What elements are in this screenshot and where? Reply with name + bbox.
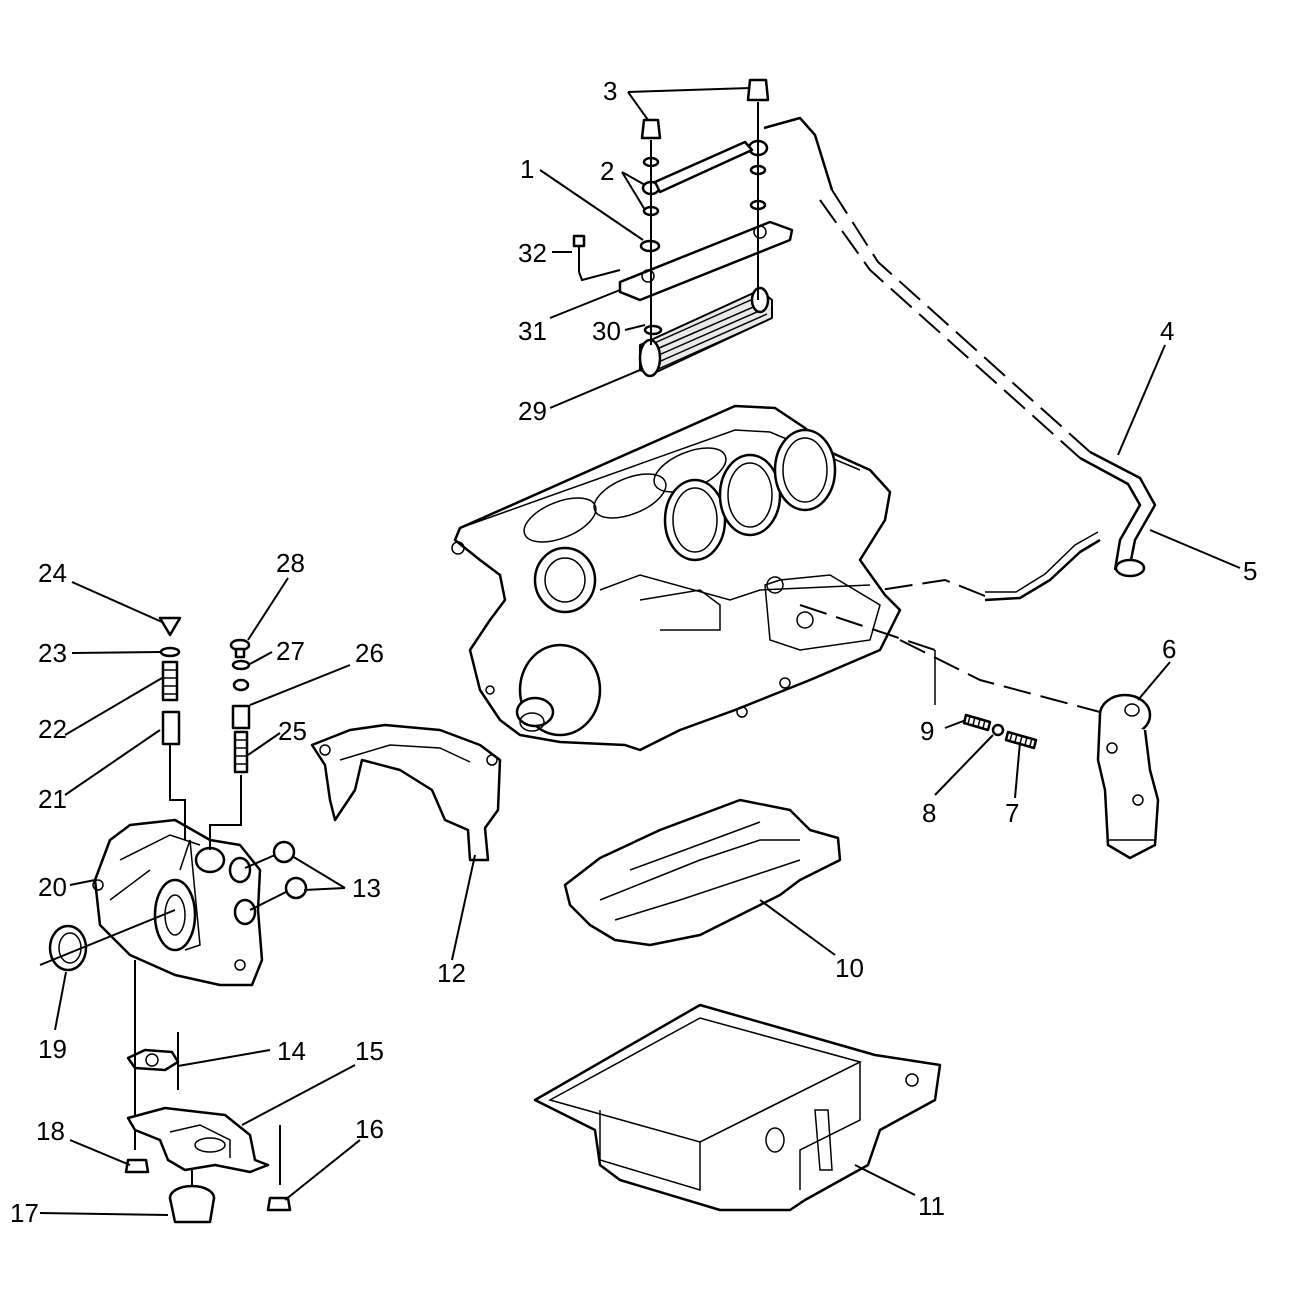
bolt-16: [266, 1196, 292, 1212]
plug-28: [229, 638, 251, 659]
oil-pump-screen-15: [126, 1106, 270, 1174]
callout-7: 7: [1005, 798, 1019, 828]
oil-pan-baffle-10: [563, 798, 842, 947]
oil-cooler-seal-30: [643, 324, 663, 336]
pickup-screen-17: [168, 1184, 216, 1224]
callout-6: 6: [1162, 634, 1176, 664]
plug-24: [158, 616, 182, 637]
retainer-26: [231, 678, 251, 730]
oil-pump-20: [92, 818, 264, 987]
oil-cooler-adapter-31: [618, 220, 794, 302]
callout-28: 28: [276, 548, 305, 578]
callout-11: 11: [918, 1191, 945, 1221]
engine-block: [451, 404, 902, 752]
leader-lines: [39, 87, 1241, 1216]
callout-9: 9: [920, 716, 934, 746]
callout-1: 1: [520, 154, 534, 184]
callout-19: 19: [38, 1034, 67, 1064]
oil-level-indicator-5: [879, 531, 1101, 602]
retainer-23: [159, 646, 181, 658]
callout-3: 3: [603, 76, 617, 106]
callout-18: 18: [36, 1116, 65, 1146]
callout-23: 23: [38, 638, 67, 668]
callout-22: 22: [38, 714, 67, 744]
callout-8: 8: [922, 798, 936, 828]
valve-21: [161, 710, 181, 746]
callout-16: 16: [355, 1114, 384, 1144]
oil-filter-adapter-6: [1096, 693, 1160, 860]
callout-4: 4: [1160, 316, 1174, 346]
spring-22: [161, 660, 179, 702]
cooler-hose-fitting-2: [641, 139, 769, 217]
spring-25: [233, 730, 249, 774]
bolt-32: [572, 234, 586, 272]
callout-21: 21: [38, 784, 67, 814]
oil-level-indicator-tube-4: [763, 116, 1157, 578]
bolt-18: [124, 1158, 150, 1174]
callout-24: 24: [38, 558, 67, 588]
callout-labels: 1 2 3 4 5 6 7 8 9 10 11 12 13 14 15 16 1…: [10, 76, 1257, 1228]
callout-31: 31: [518, 316, 547, 346]
gasket-12: [310, 723, 502, 862]
callout-30: 30: [592, 316, 621, 346]
spring-7: [1004, 730, 1038, 750]
callout-10: 10: [835, 953, 864, 983]
callout-13: 13: [352, 873, 381, 903]
bolt-3: [640, 78, 770, 140]
callout-20: 20: [38, 872, 67, 902]
callout-2: 2: [600, 156, 614, 186]
callout-12: 12: [437, 958, 466, 988]
o-ring-27: [231, 659, 251, 671]
callout-29: 29: [518, 396, 547, 426]
callout-5: 5: [1243, 556, 1257, 586]
plug-9: [962, 713, 992, 732]
oil-pan-11: [533, 1003, 942, 1212]
callout-14: 14: [277, 1036, 306, 1066]
callout-27: 27: [276, 636, 305, 666]
callout-32: 32: [518, 238, 547, 268]
callout-25: 25: [278, 716, 307, 746]
callout-26: 26: [355, 638, 384, 668]
callout-17: 17: [10, 1198, 39, 1228]
oil-pump-seals-13: [244, 840, 308, 911]
ball-8: [991, 723, 1005, 737]
callout-15: 15: [355, 1036, 384, 1066]
